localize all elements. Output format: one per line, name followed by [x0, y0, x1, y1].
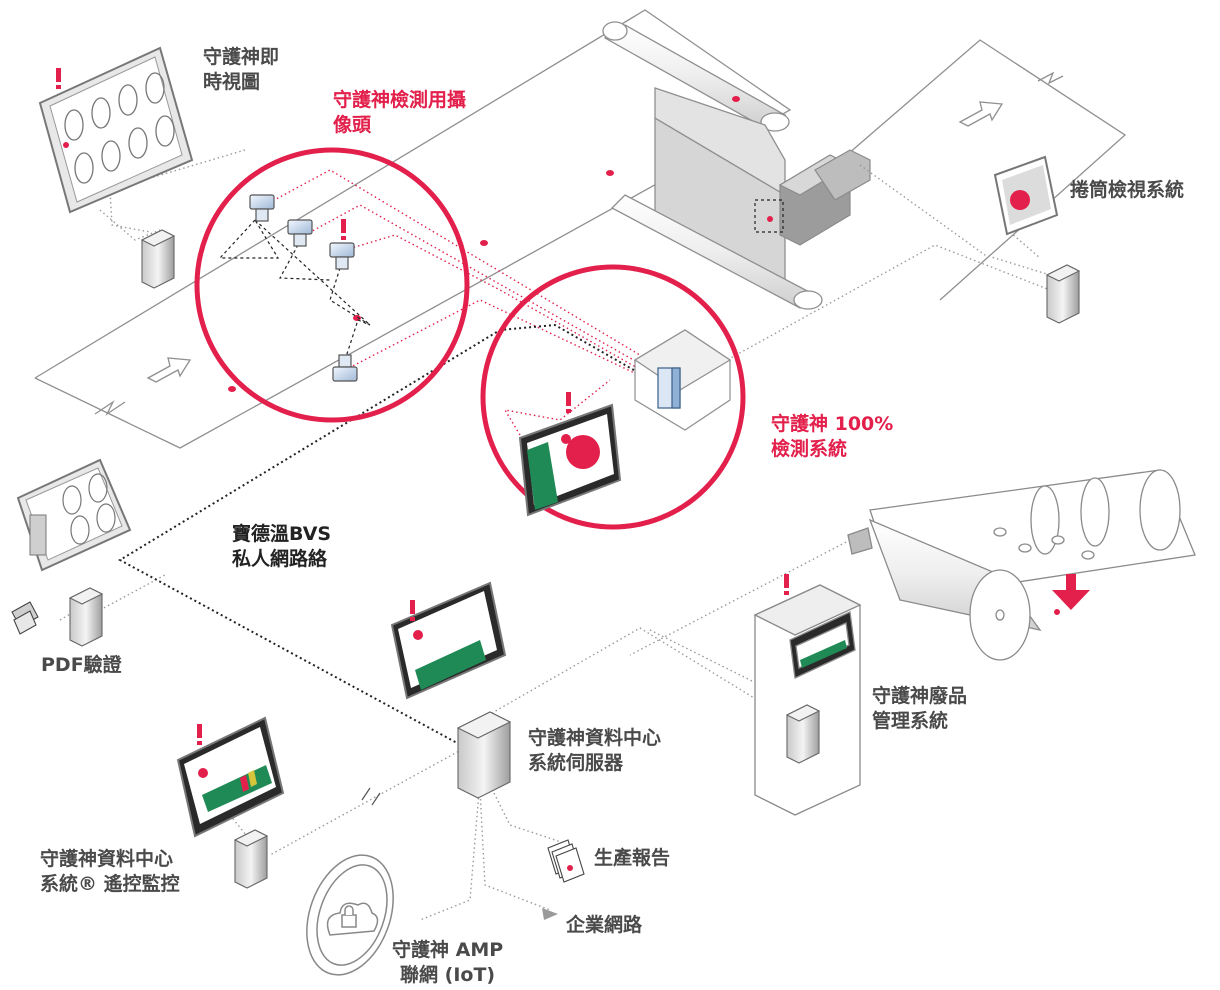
connection-lines — [59, 149, 1051, 921]
pdf-verify-label: PDF驗證 — [41, 654, 122, 676]
inspection-cube — [633, 329, 732, 431]
enterprise-network-label: 企業網路 — [566, 914, 643, 936]
server-label-line2: 系統伺服器 — [528, 752, 624, 774]
waste-management-label-line1: 守護神廢品 — [872, 685, 968, 707]
camera-icon — [249, 194, 358, 382]
rewind-rollers — [847, 469, 1196, 661]
private-network-label-line1: 寶德溫BVS — [232, 523, 332, 545]
live-view-label-line1: 守護神即 — [203, 46, 280, 68]
roll-inspection-label: 捲筒檢視系統 — [1070, 179, 1185, 201]
waste-management-label: 守護神廢品 管理系統 — [872, 684, 967, 734]
datacenter-monitor — [390, 581, 507, 700]
inspection-system-label-line1: 守護神 100% — [771, 413, 894, 435]
camera-label: 守護神檢測用攝 像頭 — [333, 88, 466, 138]
live-view-label: 守護神即 時視圖 — [203, 45, 279, 95]
defect-markers — [228, 96, 740, 392]
inspection-system-label-line2: 檢測系統 — [771, 438, 848, 460]
waste-management-label-line2: 管理系統 — [872, 710, 949, 732]
inspection-system-label: 守護神 100% 檢測系統 — [771, 412, 893, 462]
remote-monitor-label-line1: 守護神資料中心 — [40, 848, 174, 870]
cloud-lock-icon — [306, 854, 394, 976]
system-highlight-circle — [480, 264, 746, 530]
reject-arrow-icon — [1052, 574, 1090, 610]
roll-inspection-screen — [993, 155, 1059, 236]
top-roller — [602, 21, 790, 132]
camera-highlight-circle — [194, 147, 470, 423]
connection-break-mark — [361, 787, 381, 806]
paper-web-break — [94, 400, 126, 416]
pdf-verify-device — [16, 458, 132, 572]
amp-label-line2: 聯網 (IoT) — [400, 964, 496, 986]
document-icon — [11, 601, 585, 883]
camera-label-line1: 守護神檢測用攝 — [333, 89, 467, 111]
remote-monitor-label-line2: 系統® 遙控監控 — [40, 873, 180, 895]
private-network-label: 寶德溫BVS 私人網路絡 — [232, 522, 331, 572]
remote-monitor — [176, 716, 285, 838]
camera-cone-lines — [218, 219, 371, 361]
paper-web-main — [34, 9, 792, 449]
live-view-label-line2: 時視圖 — [203, 71, 261, 93]
amp-label: 守護神 AMP 聯網 (IoT) — [392, 938, 503, 988]
camera-label-line2: 像頭 — [333, 114, 372, 136]
bottom-roller — [610, 194, 823, 310]
remote-monitor-label: 守護神資料中心 系統® 遙控監控 — [40, 847, 180, 897]
roll-camera-unit — [754, 149, 871, 246]
server-tower-icon — [68, 229, 1081, 889]
amp-label-line1: 守護神 AMP — [392, 939, 504, 961]
waste-management-kiosk — [753, 584, 862, 816]
inspection-monitor — [518, 403, 622, 517]
direction-arrow-icon — [146, 101, 1004, 383]
private-network-label-line2: 私人網路絡 — [232, 548, 328, 570]
exclamation-icon — [56, 68, 789, 745]
server-label-line1: 守護神資料中心 — [528, 727, 662, 749]
live-view-monitor — [38, 46, 194, 214]
camera-signal-lines — [264, 169, 666, 436]
production-report-label: 生產報告 — [594, 847, 671, 869]
server-label: 守護神資料中心 系統伺服器 — [528, 726, 661, 776]
enterprise-arrow-icon — [542, 908, 558, 920]
